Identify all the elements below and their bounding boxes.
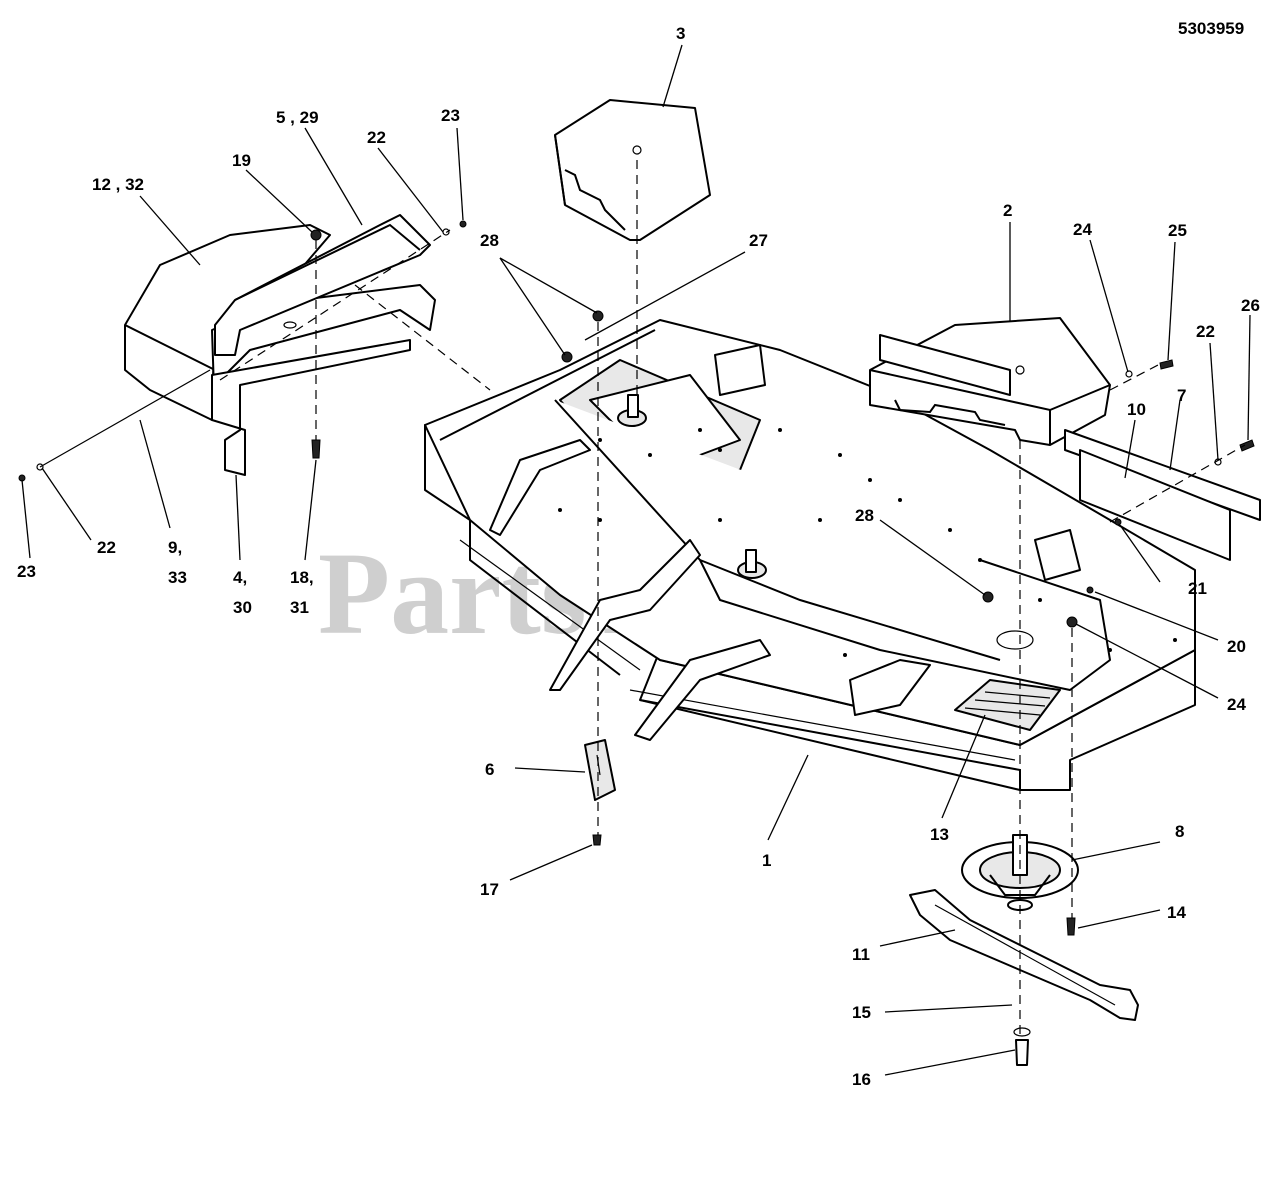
deck-holes (558, 428, 1177, 657)
spindle-cover-top (554, 99, 711, 241)
callout-20: 20 (1227, 637, 1246, 656)
callout-27: 27 (749, 231, 768, 250)
callout-12-32: 12 , 32 (92, 175, 144, 194)
callout-25: 25 (1168, 221, 1187, 240)
cutting-blade (909, 889, 1139, 1021)
callout-4: 4, (233, 568, 247, 587)
discharge-chute (124, 214, 436, 476)
callout-28-right: 28 (855, 506, 874, 525)
callout-22-top: 22 (367, 128, 386, 147)
callout-16: 16 (852, 1070, 871, 1089)
callout-9: 9, (168, 538, 182, 557)
callout-31: 31 (290, 598, 309, 617)
callout-23-left: 23 (17, 562, 36, 581)
callout-22-right: 22 (1196, 322, 1215, 341)
callout-3: 3 (676, 24, 685, 43)
anti-scalp-plate (954, 679, 1061, 731)
callout-23-top: 23 (441, 106, 460, 125)
callout-18: 18, (290, 568, 314, 587)
side-rail (879, 334, 1261, 561)
callout-5-29: 5 , 29 (276, 108, 319, 127)
callout-1: 1 (762, 851, 771, 870)
callout-28-left: 28 (480, 231, 499, 250)
callout-19: 19 (232, 151, 251, 170)
callout-8: 8 (1175, 822, 1184, 841)
callout-14: 14 (1167, 903, 1186, 922)
callout-24-top: 24 (1073, 220, 1092, 239)
callouts: 3 2 12 , 32 5 , 29 22 23 19 28 27 24 25 … (17, 24, 1260, 1089)
callout-26: 26 (1241, 296, 1260, 315)
drawing-part-number: 5303959 (1178, 19, 1244, 38)
callout-13: 13 (930, 825, 949, 844)
callout-2: 2 (1003, 201, 1012, 220)
callout-7: 7 (1177, 386, 1186, 405)
deflector (584, 739, 616, 801)
callout-17: 17 (480, 880, 499, 899)
mower-deck (424, 319, 1196, 791)
callout-21: 21 (1188, 579, 1207, 598)
callout-11: 11 (852, 945, 870, 964)
callout-22-left: 22 (97, 538, 116, 557)
callout-33: 33 (168, 568, 187, 587)
leader-lines (21, 44, 1251, 1076)
callout-30: 30 (233, 598, 252, 617)
callout-15: 15 (852, 1003, 871, 1022)
spindle-assembly (961, 834, 1079, 911)
callout-6: 6 (485, 760, 494, 779)
callout-24-bottom: 24 (1227, 695, 1246, 714)
assembly-lines (39, 160, 1246, 1040)
callout-10: 10 (1127, 400, 1146, 419)
